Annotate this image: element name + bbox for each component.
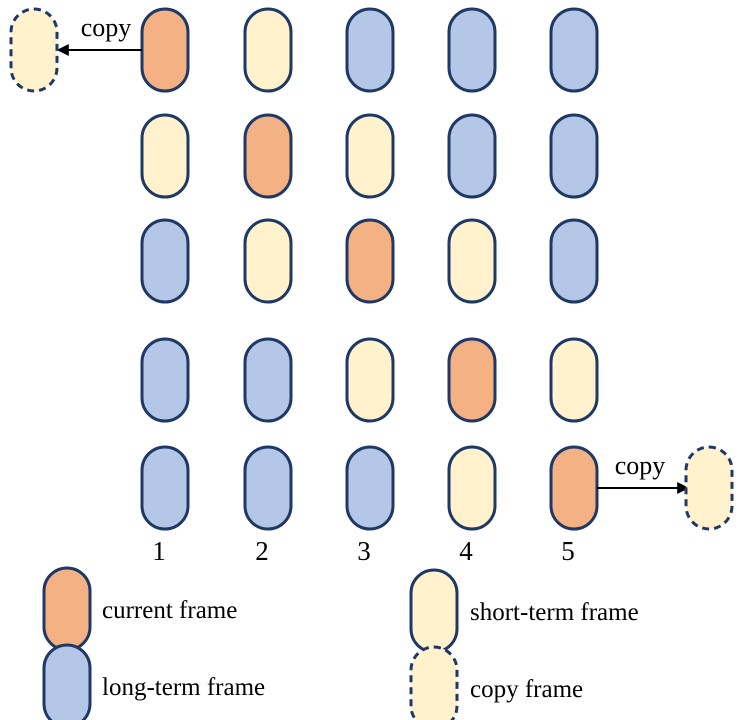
copy-arrows: copy copy — [9, 7, 734, 531]
legend-label-long-term-frame: long-term frame — [102, 674, 265, 701]
short-term-frame — [549, 337, 599, 423]
current-frame — [243, 113, 293, 199]
long-term-frame — [243, 337, 293, 423]
legend-swatch-long-term-frame — [42, 643, 92, 720]
long-term-frame — [549, 7, 599, 93]
long-term-frame — [549, 113, 599, 199]
short-term-frame — [345, 337, 395, 423]
legend-swatch-copy-frame — [409, 645, 459, 720]
short-term-frame — [345, 113, 395, 199]
short-term-frame — [243, 218, 293, 304]
long-term-frame — [140, 445, 190, 531]
column-label: 3 — [357, 536, 371, 566]
legend-swatch-short-term-frame — [409, 568, 459, 654]
long-term-frame — [243, 445, 293, 531]
short-term-frame — [447, 445, 497, 531]
column-label: 4 — [459, 536, 473, 566]
column-label: 2 — [255, 536, 269, 566]
column-label: 1 — [152, 536, 166, 566]
copy-arrow-label: copy — [81, 13, 132, 42]
column-labels: 1 2 3 4 5 — [152, 536, 575, 566]
legend: current frame short-term frame long-term f… — [42, 566, 639, 720]
current-frame — [447, 337, 497, 423]
current-frame — [140, 7, 190, 93]
frame-grid — [140, 7, 599, 531]
current-frame — [345, 218, 395, 304]
copy-arrow-label: copy — [615, 451, 666, 480]
long-term-frame — [345, 445, 395, 531]
legend-label-short-term-frame: short-term frame — [470, 599, 639, 626]
current-frame — [549, 445, 599, 531]
legend-label-copy-frame: copy frame — [470, 676, 583, 703]
long-term-frame — [140, 218, 190, 304]
copy-frame — [9, 7, 59, 93]
copy-frame — [684, 445, 734, 531]
short-term-frame — [140, 113, 190, 199]
column-label: 5 — [561, 536, 575, 566]
long-term-frame — [140, 337, 190, 423]
long-term-frame — [447, 113, 497, 199]
long-term-frame — [345, 7, 395, 93]
legend-label-current-frame: current frame — [102, 597, 237, 624]
short-term-frame — [447, 218, 497, 304]
short-term-frame — [243, 7, 293, 93]
long-term-frame — [447, 7, 497, 93]
legend-swatch-current-frame — [42, 566, 92, 652]
long-term-frame — [549, 218, 599, 304]
